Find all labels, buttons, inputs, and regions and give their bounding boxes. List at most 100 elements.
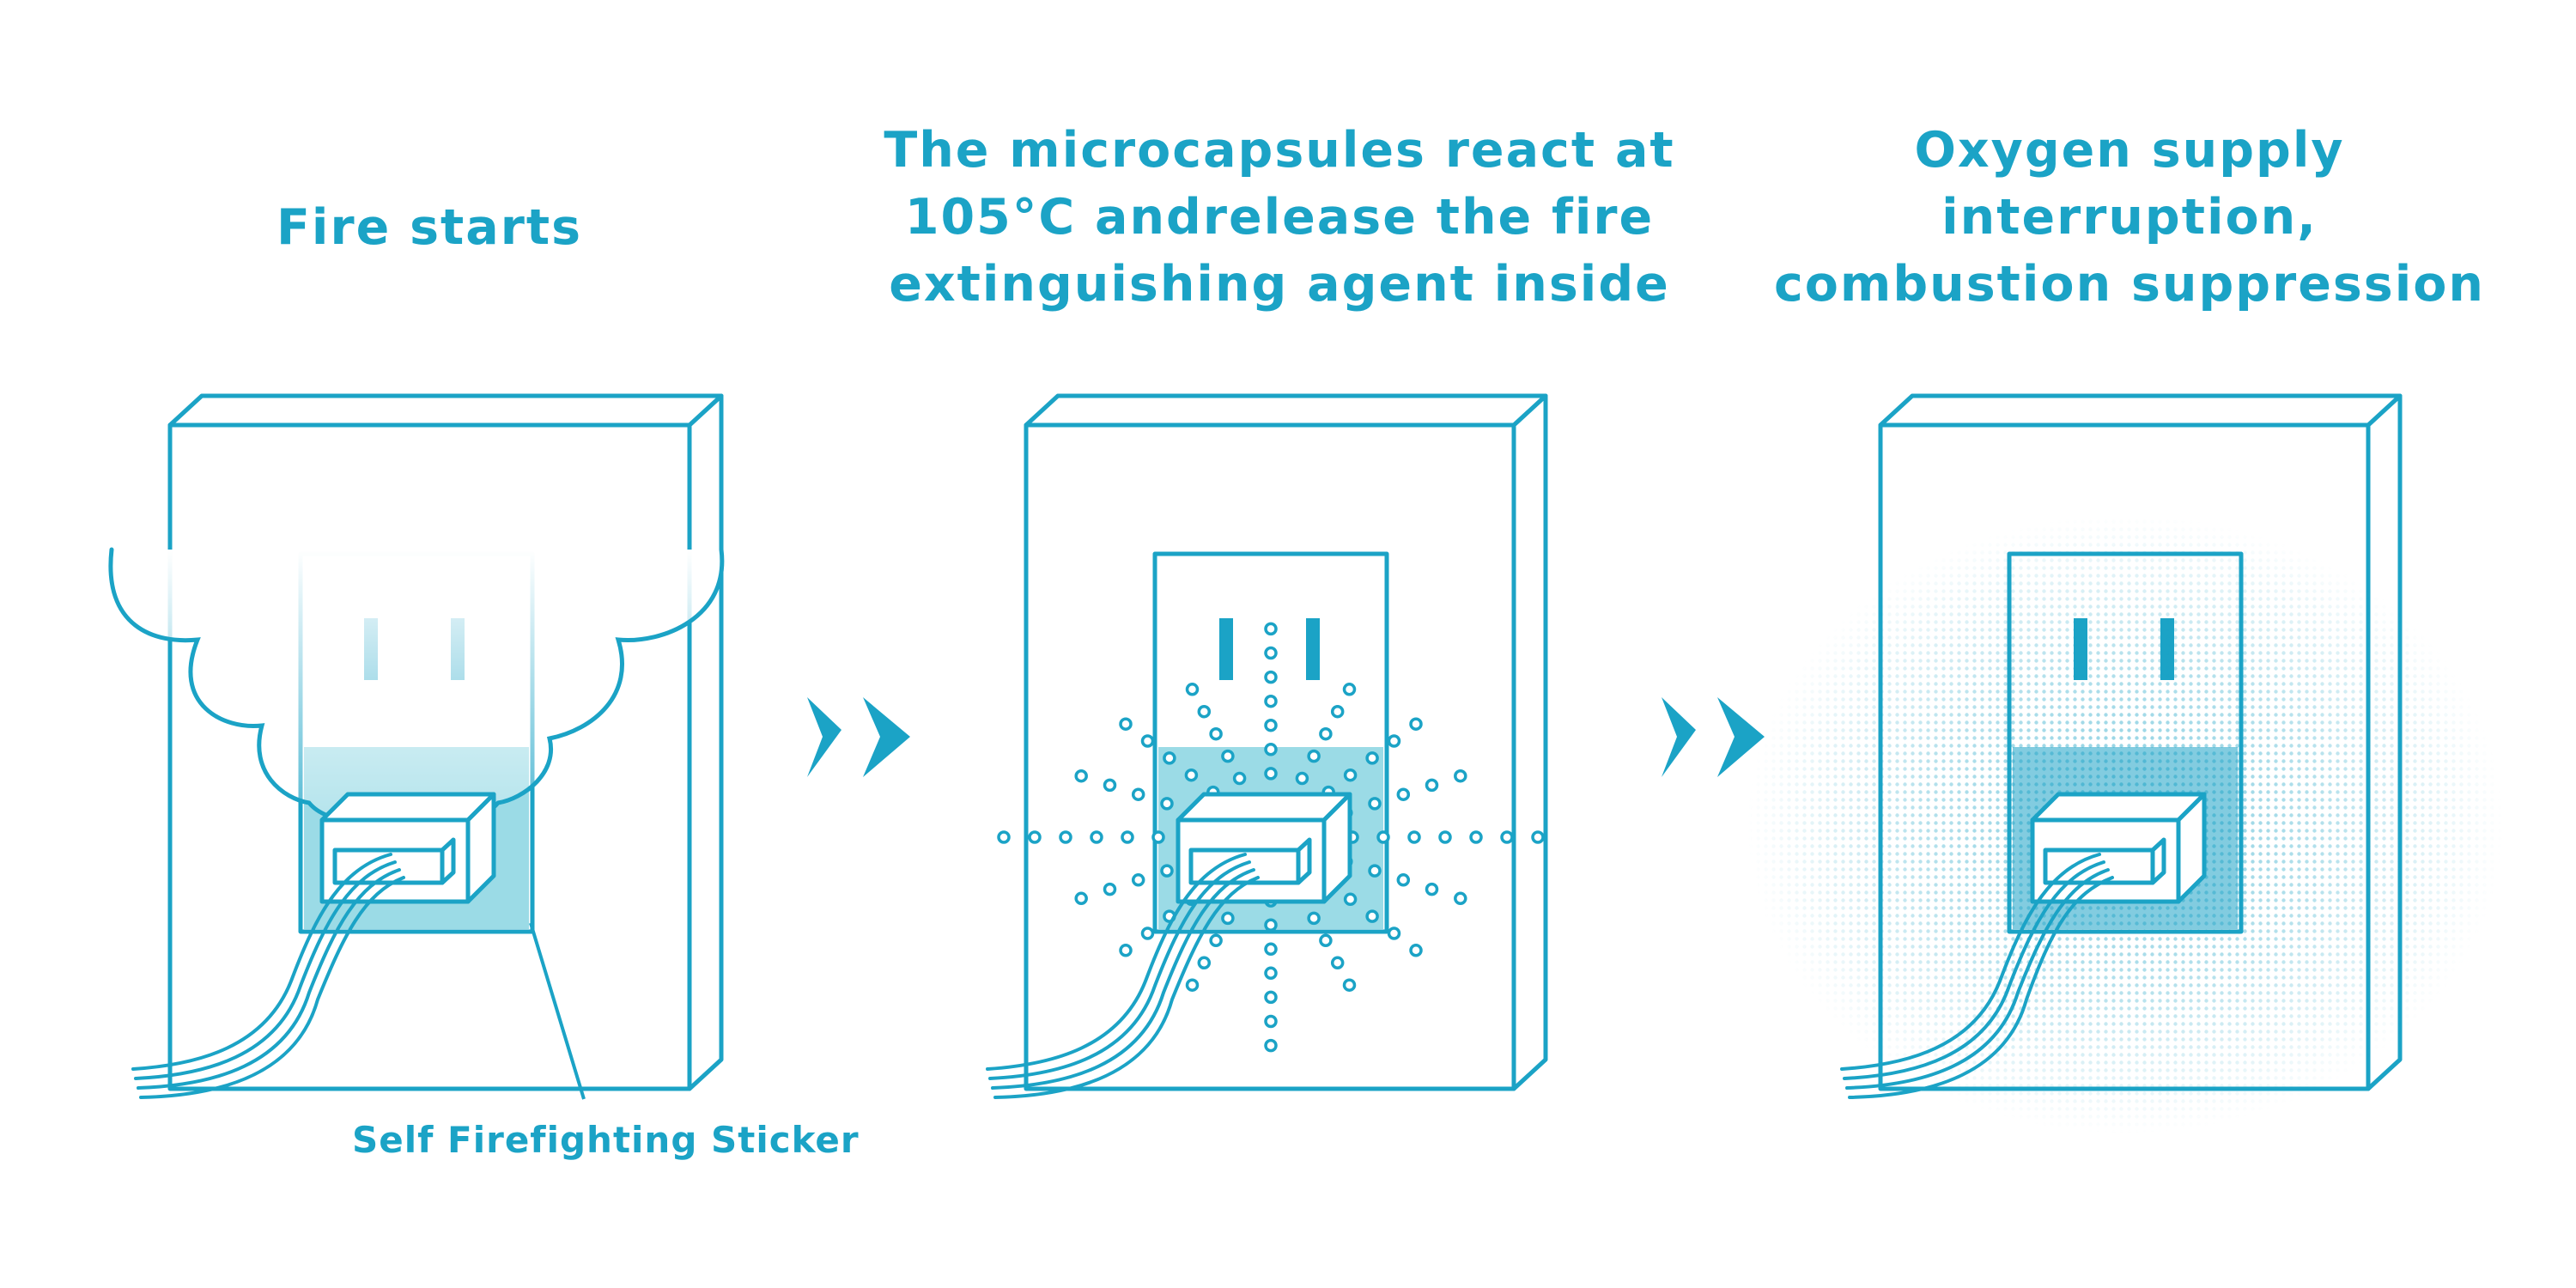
capsule-dot [1197, 704, 1212, 719]
panel-fire-starts [108, 393, 725, 1100]
capsule-dot [1121, 830, 1134, 844]
capsule-dot [1264, 767, 1278, 781]
capsule-dot [1209, 726, 1223, 741]
sticker-leader-line [529, 922, 586, 1100]
step-1-title-line: Fire starts [276, 199, 582, 256]
capsule-dot [1184, 768, 1199, 782]
capsule-dot [1103, 882, 1117, 896]
plug-icon [1176, 792, 1352, 904]
capsule-dot [1197, 956, 1212, 970]
power-cord-icon [1840, 853, 2114, 1099]
capsule-dot [1185, 978, 1200, 992]
capsule-dot [1131, 787, 1145, 801]
capsule-dot [1500, 830, 1514, 844]
capsule-dot [1028, 830, 1042, 844]
capsule-dot [1140, 734, 1155, 748]
capsule-dot [1119, 944, 1133, 957]
capsule-dot [1454, 769, 1467, 783]
capsule-dot [1209, 933, 1223, 948]
capsule-dot [1387, 734, 1401, 748]
capsule-dot [1396, 787, 1411, 801]
capsule-dot [1387, 927, 1401, 940]
capsule-dot [1365, 909, 1379, 923]
capsule-dot [1264, 718, 1278, 732]
capsule-dot [1119, 717, 1133, 731]
capsule-dot [1307, 749, 1321, 763]
capsule-dot [1319, 933, 1333, 948]
capsule-dot [1407, 830, 1421, 844]
capsule-dot [1531, 830, 1545, 844]
capsule-dot [1264, 622, 1278, 636]
capsule-dot [997, 830, 1011, 844]
capsule-dot [1151, 830, 1165, 844]
capsule-dot [1264, 646, 1278, 660]
capsule-dot [1376, 830, 1390, 844]
double-chevron-right-icon [1662, 697, 1765, 777]
capsule-dot [1454, 891, 1467, 906]
capsule-dot [1221, 911, 1235, 926]
capsule-dot [1264, 694, 1278, 708]
double-chevron-right-icon [807, 697, 910, 777]
panel-oxygen-interruption [1747, 393, 2503, 1133]
capsule-dot [1264, 743, 1278, 756]
power-cord-icon [986, 853, 1260, 1099]
capsule-dot [1330, 956, 1345, 970]
step-3-title-line: combustion suppression [1773, 256, 2486, 313]
capsule-dot [1264, 918, 1278, 932]
capsule-dot [1343, 768, 1358, 782]
capsule-dot [1469, 830, 1483, 844]
capsule-dot [1368, 864, 1382, 878]
capsule-dot [1059, 830, 1072, 844]
capsule-dot [1232, 771, 1247, 786]
capsule-dot [1343, 892, 1358, 907]
step-3-title: Oxygen supply interruption, combustion s… [1700, 117, 2559, 318]
capsule-dot [1396, 873, 1411, 887]
capsule-dot [1264, 942, 1278, 957]
capsule-dot [1330, 704, 1345, 719]
panel-microcapsules [986, 393, 1548, 1099]
capsule-dot [1425, 882, 1439, 896]
capsule-dot [1090, 830, 1103, 844]
outlet-slots [1219, 618, 1320, 680]
capsule-dot [1342, 978, 1357, 992]
plug-icon [2030, 792, 2207, 904]
capsule-dot [1319, 726, 1333, 741]
capsule-dot-icon [997, 622, 1545, 1053]
capsule-dot [1264, 670, 1278, 684]
capsule-dot [1264, 966, 1278, 981]
capsule-dot [1074, 891, 1088, 906]
capsule-dot [1365, 751, 1379, 765]
capsule-dot [1221, 749, 1235, 763]
step-2-title-line: 105°C andrelease the fire [904, 189, 1655, 246]
capsule-dot [1264, 1014, 1278, 1029]
capsule-dot [1103, 778, 1117, 793]
capsule-dot [1368, 797, 1382, 811]
plug-icon [319, 792, 496, 904]
capsule-dot [1264, 990, 1278, 1005]
capsule-dot [1307, 911, 1321, 926]
capsule-dot [1160, 797, 1174, 811]
capsule-dot [1185, 683, 1200, 696]
capsule-dot [1264, 1038, 1278, 1053]
step-2-title-line: The microcapsules react at [884, 122, 1675, 179]
capsule-dot [1342, 683, 1357, 696]
capsule-dot [1163, 751, 1176, 765]
capsule-dot [1438, 830, 1452, 844]
step-1-title: Fire starts [137, 194, 721, 261]
capsule-dot [1074, 769, 1088, 783]
capsule-dot [1295, 771, 1309, 786]
sticker-label: Self Firefighting Sticker [352, 1119, 860, 1161]
step-3-title-line: Oxygen supply [1914, 122, 2345, 179]
capsule-dot [1160, 864, 1174, 878]
capsule-dot [1140, 927, 1155, 940]
step-2-title-line: extinguishing agent inside [889, 256, 1670, 313]
wall-outlet-icon [1024, 393, 1548, 1091]
power-cord-icon [131, 853, 405, 1099]
capsule-dot [1131, 873, 1145, 887]
capsule-dot [1409, 717, 1423, 731]
step-2-title: The microcapsules react at 105°C andrele… [807, 117, 1752, 318]
step-3-title-line: interruption, [1941, 189, 2318, 246]
capsule-dot [1425, 778, 1439, 793]
